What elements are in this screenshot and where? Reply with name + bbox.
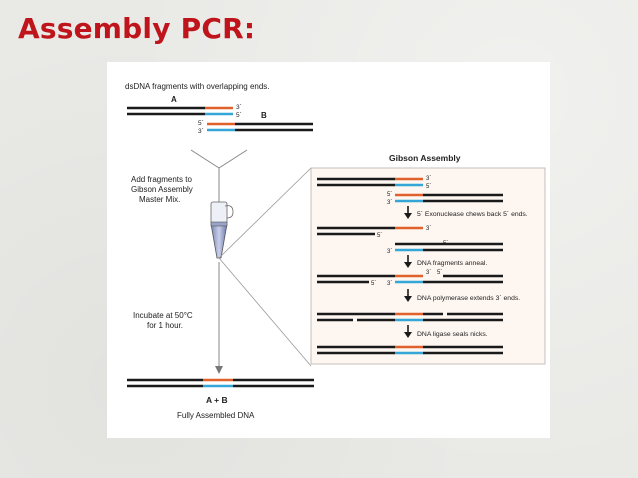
assembled-dna [127, 378, 314, 388]
step3-arrow-icon [404, 289, 412, 302]
step2-text: DNA fragments anneal. [417, 260, 487, 267]
incubate-line-2: for 1 hour. [147, 321, 183, 330]
gibson-stage-annealed [317, 274, 503, 284]
mixing-funnel [190, 149, 248, 202]
fragment-a-3-end: 3´ [236, 104, 242, 111]
stage2-b-5: 5´ [437, 270, 442, 276]
product-label: A + B [206, 395, 228, 405]
gibson-stage-ligated [317, 345, 503, 355]
fragment-b-3-end: 3´ [198, 128, 204, 135]
top-caption: dsDNA fragments with overlapping ends. [125, 82, 270, 91]
gibson-stage-extended [317, 312, 503, 322]
stage0-b-5: 5´ [387, 192, 392, 198]
fragment-b [207, 122, 313, 132]
stage1-a-5: 5´ [377, 233, 382, 239]
gibson-title: Gibson Assembly [389, 153, 461, 163]
figure-canvas: dsDNA fragments with overlapping ends. A… [125, 82, 546, 420]
fragment-a [127, 106, 233, 116]
incubate-line-1: Incubate at 50°C [133, 311, 193, 320]
add-step-line-3: Master Mix. [139, 195, 180, 204]
stage1-a-3: 3´ [426, 226, 431, 232]
stage0-a-3: 3´ [426, 176, 431, 182]
step2-arrow-icon [404, 255, 412, 268]
slide-title: Assembly PCR: [18, 12, 256, 45]
stage2-a-5: 5´ [371, 281, 376, 287]
step1-arrow-icon [404, 206, 412, 219]
reaction-tube-icon [210, 201, 234, 259]
stage1-b-3: 3´ [387, 249, 392, 255]
stage1-b-5: 5´ [443, 241, 448, 247]
fragment-a-label: A [171, 95, 177, 104]
fragment-b-5-end: 5´ [198, 120, 204, 127]
stage2-b-3: 3´ [387, 281, 392, 287]
gibson-assembly-figure: dsDNA fragments with overlapping ends. A… [107, 62, 550, 438]
gibson-stage-initial [317, 177, 503, 203]
zoom-connector-lines [218, 167, 312, 367]
step1-text: 5´ Exonuclease chews back 5´ ends. [417, 211, 528, 218]
step3-text: DNA polymerase extends 3´ ends. [417, 295, 520, 302]
add-step-line-1: Add fragments to [131, 175, 192, 184]
stage0-b-3: 3´ [387, 200, 392, 206]
product-caption: Fully Assembled DNA [177, 411, 255, 420]
gibson-stage-chewed [317, 226, 503, 252]
fragment-b-label: B [261, 111, 267, 120]
step4-arrow-icon [404, 325, 412, 338]
step4-text: DNA ligase seals nicks. [417, 331, 488, 338]
stage2-a-3: 3´ [426, 270, 431, 276]
add-step-line-2: Gibson Assembly [131, 185, 193, 194]
stage0-a-5: 5´ [426, 184, 431, 190]
fragment-a-5-end: 5´ [236, 112, 242, 119]
